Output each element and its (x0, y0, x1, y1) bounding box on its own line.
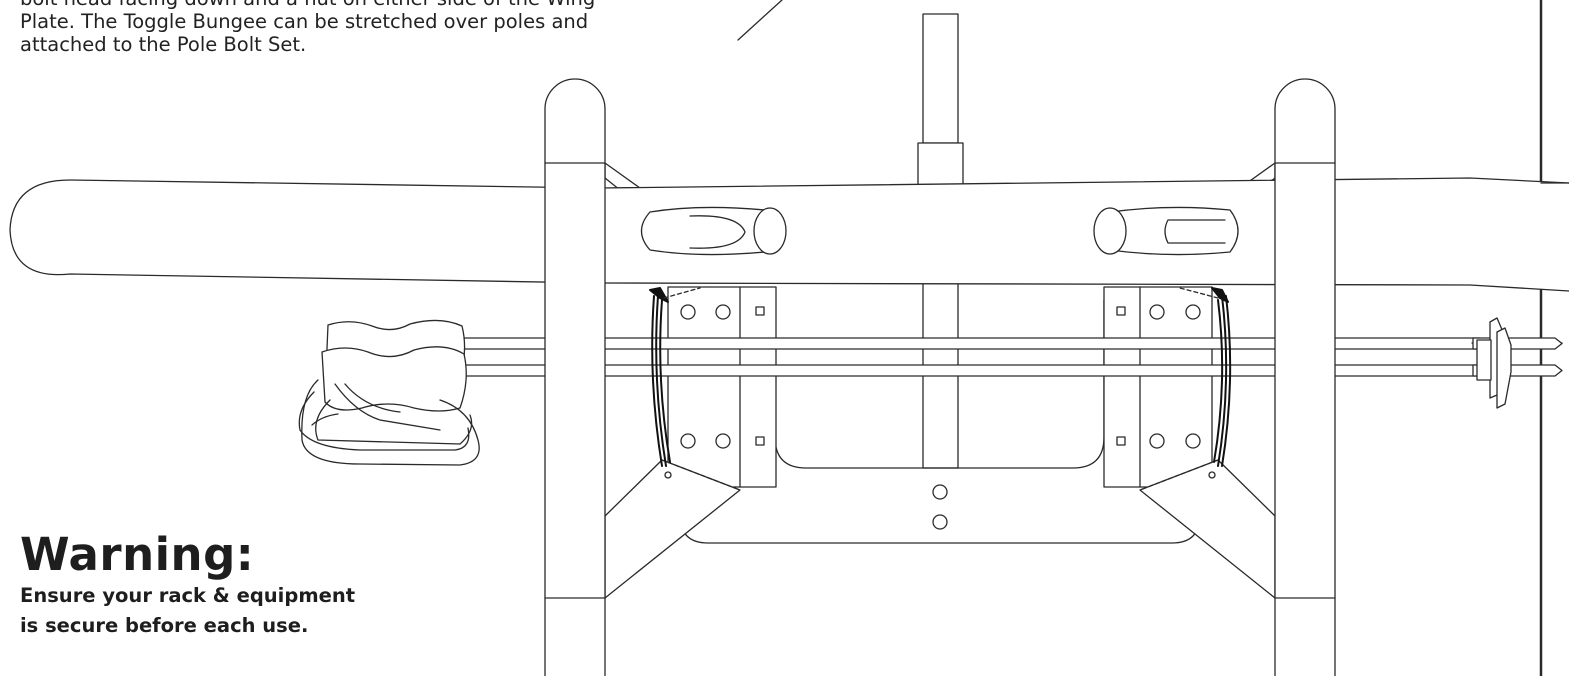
right-mounting-plate (1104, 287, 1212, 487)
plate-bolt-hole (681, 305, 695, 319)
snowboard (10, 178, 1569, 291)
left-ski-clamp (642, 207, 787, 254)
instruction-line: bolt head facing down and a nut on eithe… (20, 0, 780, 10)
plate-bolt-hole (1150, 305, 1164, 319)
plate-bolt-hole (681, 434, 695, 448)
warning-title: Warning: (20, 528, 255, 581)
warning-line: is secure before each use. (20, 614, 309, 637)
plate-square-slot (756, 307, 764, 315)
plate-bolt-hole (1186, 305, 1200, 319)
plate-square-slot (756, 437, 764, 445)
callout-leader-line (738, 0, 782, 40)
frame-bolt-hole (933, 515, 947, 529)
left-toggle-bungee (650, 288, 670, 466)
right-ski-clamp (1094, 207, 1238, 254)
plate-bolt-hole (716, 305, 730, 319)
plate-bolt-hole (1150, 434, 1164, 448)
left-mounting-plate (668, 287, 776, 487)
plate-square-slot (1117, 307, 1125, 315)
right-upright-post (1275, 79, 1335, 676)
pole-bolt-set (1477, 318, 1511, 408)
right-toggle-bungee (1212, 288, 1230, 466)
instruction-line: attached to the Pole Bolt Set. (20, 33, 307, 56)
warning-line: Ensure your rack & equipment (20, 584, 356, 607)
plate-bolt-hole (716, 434, 730, 448)
bungee-anchor-hole (665, 472, 671, 478)
left-upright-post (545, 79, 605, 676)
warning-message: Ensure your rack & equipment is secure b… (20, 581, 355, 641)
pole-straps (299, 380, 479, 465)
ski-poles (440, 338, 1562, 376)
plate-bolt-hole (1186, 434, 1200, 448)
instruction-line: Plate. The Toggle Bungee can be stretche… (20, 10, 589, 33)
bungee-anchor-hole (1209, 472, 1215, 478)
plate-square-slot (1117, 437, 1125, 445)
frame-bolt-hole (933, 485, 947, 499)
pole-grips (322, 320, 466, 411)
instruction-text: bolt head facing down and a nut on eithe… (20, 0, 780, 56)
